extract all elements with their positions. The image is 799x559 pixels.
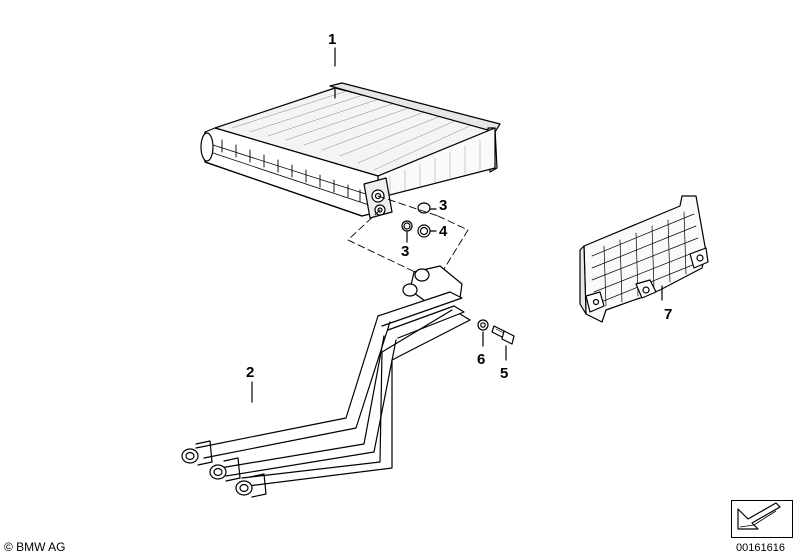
document-number: 00161616 [736,542,785,554]
cover-bracket-part[interactable] [579,195,709,323]
callout-7: 7 [664,306,673,323]
copyright-label: © BMW AG [4,540,66,554]
diagonal-arrow-icon [737,502,781,530]
callout-3a: 3 [439,197,448,214]
heater-core-part[interactable] [200,82,501,219]
callout-4: 4 [439,223,448,240]
pipe-assembly-part[interactable] [181,265,471,498]
navigation-arrow-button[interactable] [731,500,793,538]
screw-part[interactable] [491,325,515,345]
callout-1: 1 [328,31,337,48]
callout-2: 2 [246,364,255,381]
callout-3b: 3 [401,243,410,260]
callout-6: 6 [477,351,486,368]
washer-part[interactable] [477,319,489,331]
callout-5: 5 [500,365,509,382]
o-ring-parts[interactable] [401,202,431,238]
assembly-guide-lines [347,195,469,283]
